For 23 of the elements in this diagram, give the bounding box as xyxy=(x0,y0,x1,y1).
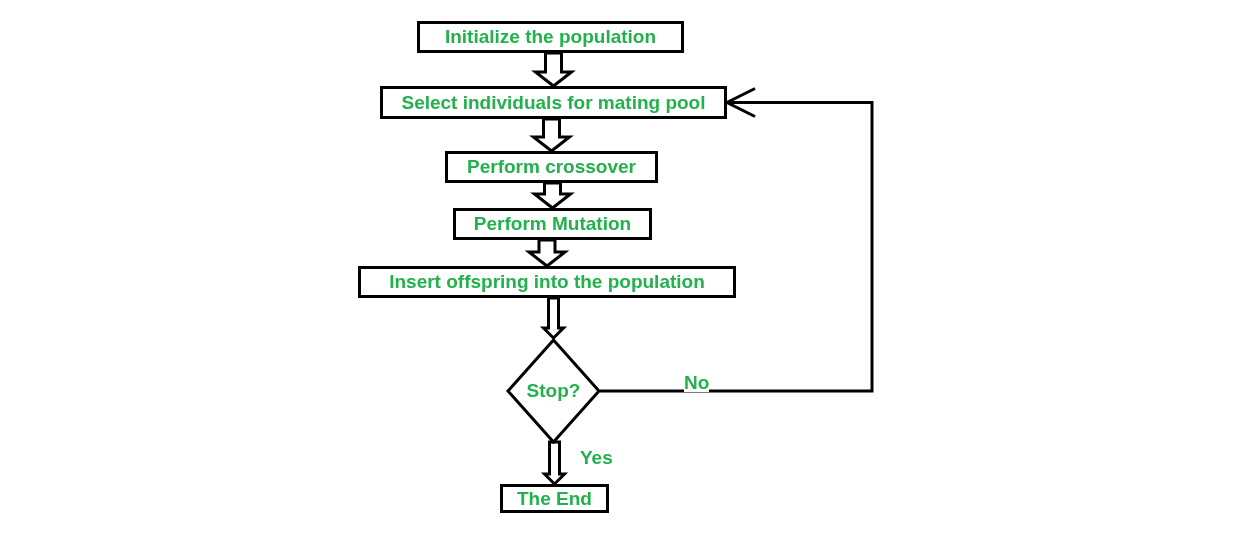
block-arrow xyxy=(524,238,570,268)
edge-label: Yes xyxy=(580,448,613,467)
node-text: Perform crossover xyxy=(467,156,636,178)
node-text: Perform Mutation xyxy=(473,213,632,235)
edge-label: No xyxy=(684,373,710,392)
process-box xyxy=(417,21,684,53)
node-text: Select individuals for mating pool xyxy=(401,91,706,114)
process-box xyxy=(358,266,736,298)
node-text: Insert offspring into the population xyxy=(389,271,705,293)
node-text: Stop? xyxy=(526,380,581,402)
block-arrow xyxy=(531,51,576,88)
block-arrow xyxy=(529,117,574,153)
block-arrow xyxy=(530,181,575,210)
process-box xyxy=(453,208,652,240)
process-box xyxy=(445,151,658,183)
process-box xyxy=(500,484,609,513)
block-arrow xyxy=(539,296,568,341)
decision-diamond xyxy=(506,338,601,444)
node-text: Initialize the population xyxy=(444,26,657,48)
block-arrow xyxy=(540,440,569,487)
node-text: The End xyxy=(517,487,592,510)
arrow xyxy=(600,87,874,393)
process-box xyxy=(380,86,727,119)
